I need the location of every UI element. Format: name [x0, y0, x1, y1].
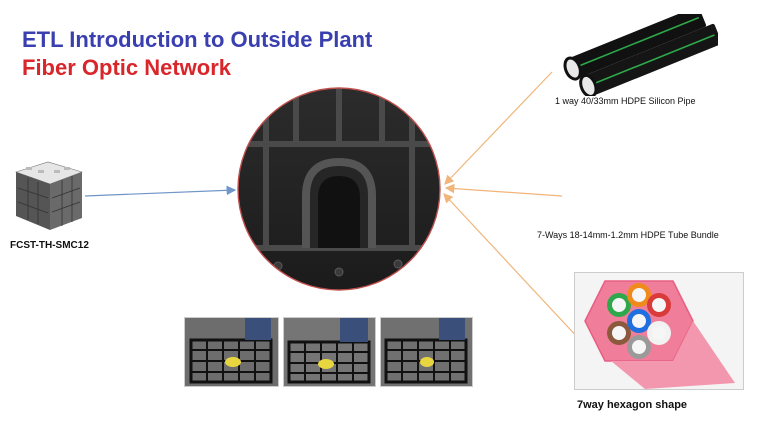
arrow-bundle-to-center [444, 183, 563, 197]
install-photo-1 [184, 317, 279, 387]
arrow-hexagon-to-center [443, 193, 581, 341]
install-photo-2 [283, 317, 376, 387]
label-box: FCST-TH-SMC12 [10, 240, 89, 251]
label-pipe: 1 way 40/33mm HDPE Silicon Pipe [555, 96, 696, 106]
tube-bore [612, 326, 626, 340]
tube-bore [612, 298, 626, 312]
tube-bore [632, 288, 646, 302]
arrow-box-to-center [84, 185, 237, 197]
label-hexagon: 7way hexagon shape [577, 399, 688, 411]
title-line-1: ETL Introduction to Outside Plant [22, 27, 373, 52]
label-bundle: 7-Ways 18-14mm-1.2mm HDPE Tube Bundle [537, 230, 719, 240]
manhole-box-image [15, 161, 83, 230]
tube-bore [652, 326, 666, 340]
hdpe-pipe-image [563, 14, 718, 96]
install-photo-3 [380, 317, 473, 387]
title-line-2: Fiber Optic Network [22, 55, 232, 80]
center-closeup-image [237, 87, 441, 291]
hexagon-bundle-image [574, 272, 744, 390]
tube-bore [652, 298, 666, 312]
tube-bore [632, 340, 646, 354]
arrow-pipe-to-center [444, 71, 553, 185]
tube-bore [632, 314, 646, 328]
